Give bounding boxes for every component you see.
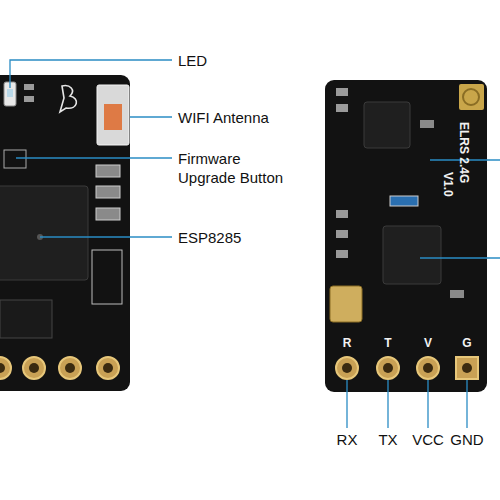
leader-line [420, 257, 500, 258]
pad-silkscreen: R [317, 336, 377, 350]
pad-silkscreen: T [358, 336, 418, 350]
pad [336, 357, 358, 379]
leader-line [40, 236, 172, 237]
smd-part [336, 88, 348, 96]
esp8285-chip [0, 186, 88, 280]
pcb [0, 75, 130, 391]
callout-label: ESP8285 [178, 228, 241, 247]
callout-label: Firmware Upgrade Button [178, 149, 290, 187]
rf-frontend-chip [364, 102, 410, 148]
smd-part [336, 104, 348, 112]
pin-label: GND [437, 430, 497, 449]
leader-line [387, 380, 388, 428]
pin-label: TX [358, 430, 418, 449]
led-lens [7, 89, 13, 97]
leader-line [16, 157, 172, 158]
pad [23, 357, 45, 379]
pad [0, 357, 11, 379]
smd-part [24, 84, 34, 90]
smd-part [450, 290, 464, 298]
pad [97, 357, 119, 379]
pad-hole [423, 363, 433, 373]
leader-line [10, 60, 172, 88]
leader-line [427, 380, 428, 428]
regulator [0, 300, 52, 338]
pad [377, 357, 399, 379]
silkscreen-text: ELRS 2.4G [457, 122, 471, 183]
pad-hole [103, 363, 113, 373]
mcu-chip [383, 226, 441, 284]
logo [60, 86, 76, 112]
smd-part [336, 230, 348, 238]
pad [417, 357, 439, 379]
leader-lines [10, 60, 500, 428]
pad-hole [65, 363, 75, 373]
smd-part [390, 196, 418, 206]
crystal [330, 286, 362, 322]
pad-hole [0, 363, 5, 373]
smd-part [96, 186, 120, 198]
callout-label: LED [178, 51, 207, 70]
smd-part [336, 210, 348, 218]
smd-part [420, 120, 434, 128]
pad-hole [462, 363, 472, 373]
smd-part [336, 250, 348, 258]
pad [59, 357, 81, 379]
leader-line [346, 380, 347, 428]
ufl-connector [459, 84, 484, 110]
smd-part [96, 165, 120, 177]
smd-part [24, 96, 34, 102]
leader-line [130, 116, 172, 117]
pad-silkscreen: V [398, 336, 458, 350]
pad [456, 357, 478, 379]
firmware-button [4, 150, 26, 168]
leader-line [466, 380, 467, 428]
callout-label: WIFI Antenna [178, 108, 269, 127]
pad-silkscreen: G [437, 336, 497, 350]
smd-part [96, 208, 120, 220]
left-board [0, 75, 130, 391]
pad-hole [383, 363, 393, 373]
pin-label: VCC [398, 430, 458, 449]
wifi-antenna [97, 85, 129, 145]
silkscreen-text: V1.0 [441, 172, 455, 197]
pad-hole [342, 363, 352, 373]
pad-hole [29, 363, 39, 373]
crystal-outline [92, 250, 122, 304]
ufl-ring [463, 89, 479, 105]
antenna-element [104, 104, 122, 130]
pin-label: RX [317, 430, 377, 449]
